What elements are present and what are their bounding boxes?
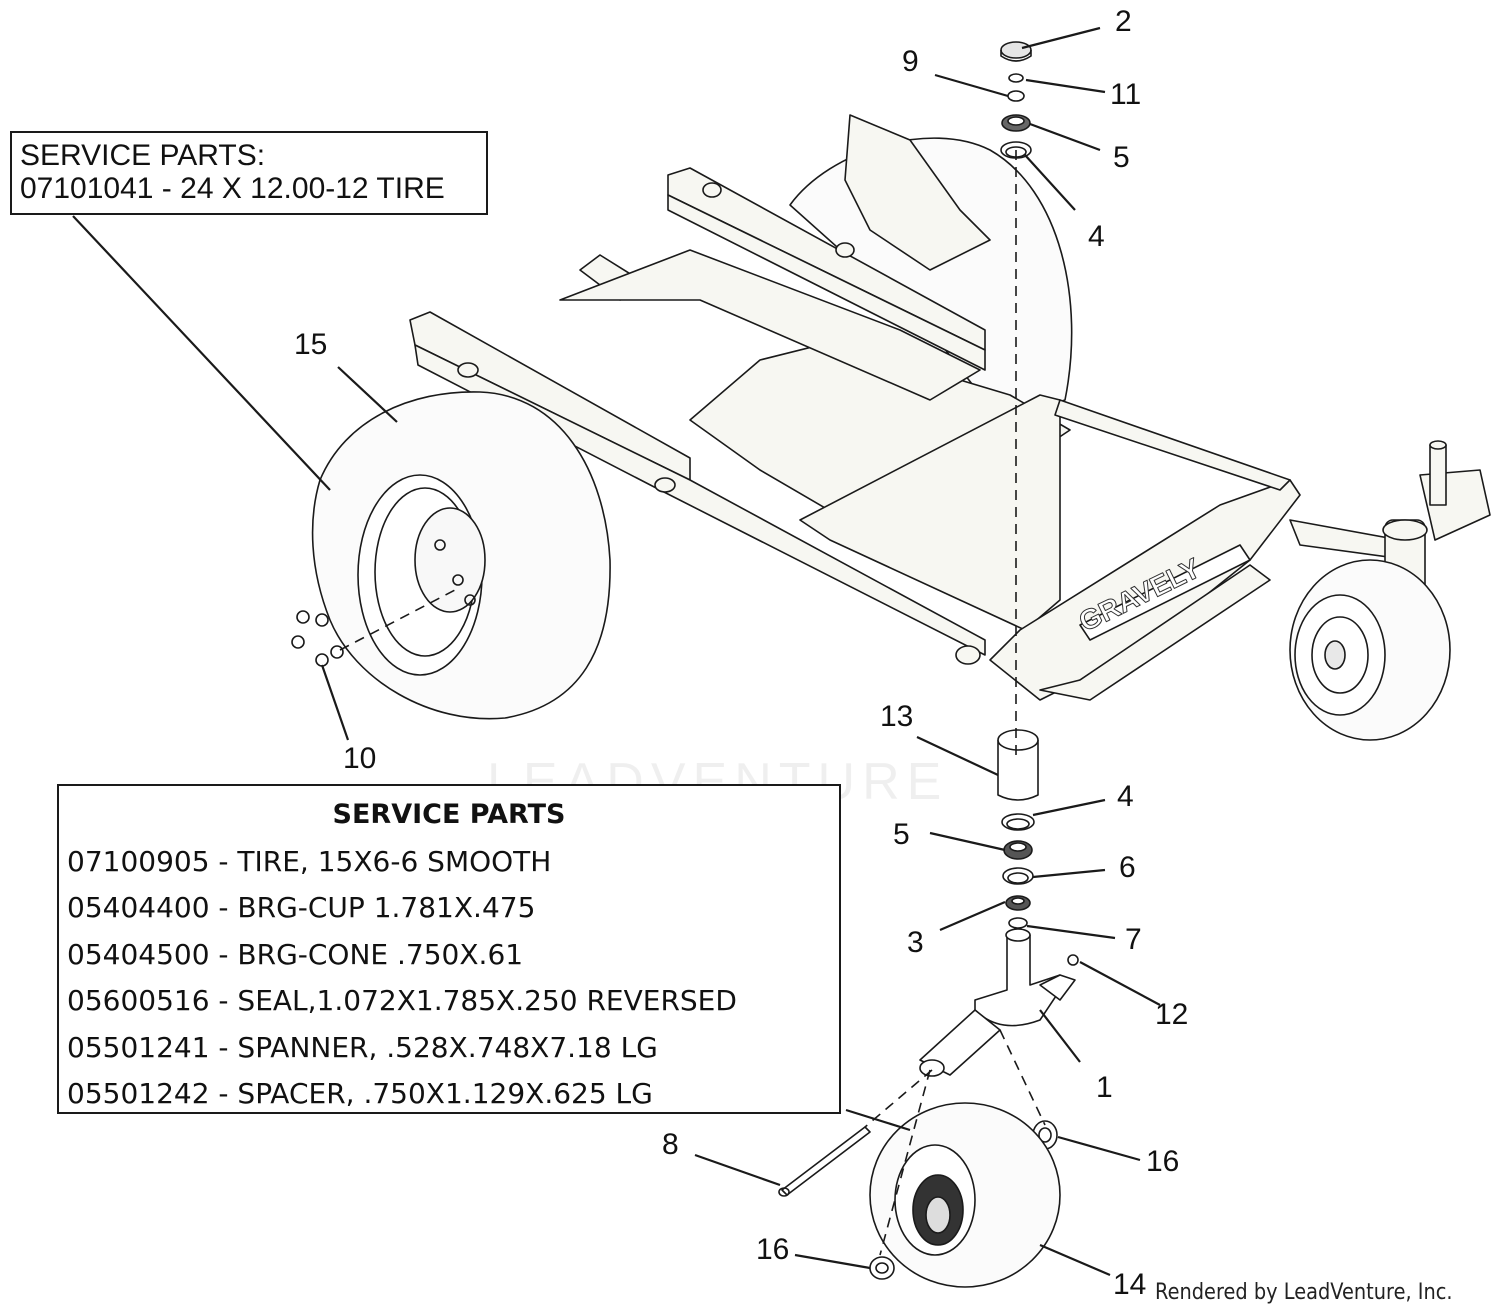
bearing-part-5-bottom: [1003, 840, 1033, 860]
callout-8: 8: [662, 1128, 679, 1161]
callout-11: 11: [1110, 78, 1142, 111]
callout-4-bottom: 4: [1117, 780, 1134, 813]
callout-1: 1: [1096, 1071, 1113, 1104]
callout-10: 10: [343, 742, 377, 775]
rear-tire-left: [311, 391, 611, 720]
callout-3: 3: [907, 926, 924, 959]
spacer-part-3: [1005, 895, 1031, 911]
seal-part-6: [1002, 867, 1034, 885]
mower-frame: [409, 114, 1491, 701]
callout-5-top: 5: [1113, 141, 1130, 174]
spacer-part-16-left: [869, 1256, 895, 1280]
front-right-tire: [1289, 559, 1451, 741]
callout-9: 9: [902, 45, 919, 78]
callout-12: 12: [1155, 998, 1189, 1031]
callout-15: 15: [294, 328, 328, 361]
service-parts-heading: SERVICE PARTS:: [20, 139, 266, 172]
service-part-row: 05501242 - SPACER, .750X1.129X.625 LG: [67, 1077, 653, 1110]
leader-lines: [72, 26, 1161, 1277]
callout-13: 13: [880, 700, 914, 733]
callout-5-bottom: 5: [893, 818, 910, 851]
service-parts-box-tire: SERVICE PARTS: 07101041 - 24 X 12.00-12 …: [10, 131, 488, 215]
service-part-row: 05600516 - SEAL,1.072X1.785X.250 REVERSE…: [67, 984, 737, 1017]
washer-part-9: [1007, 90, 1025, 102]
service-part-row: 05501241 - SPANNER, .528X.748X7.18 LG: [67, 1030, 658, 1064]
render-credit: Rendered by LeadVenture, Inc.: [1155, 1280, 1453, 1305]
spindle-tube-part-13: [997, 729, 1039, 801]
service-part-row: 05404400 - BRG-CUP 1.781X.475: [67, 891, 536, 924]
service-parts-tire-row: 07101041 - 24 X 12.00-12 TIRE: [20, 172, 445, 205]
callout-14: 14: [1113, 1268, 1147, 1301]
washer-part-11: [1008, 73, 1024, 83]
bearing-part-5-top: [1001, 114, 1031, 132]
caster-fork-part-1: [919, 928, 1079, 1077]
callout-7: 7: [1125, 923, 1142, 956]
axle-bolt-part-8: [778, 1126, 871, 1197]
callout-16-right: 16: [1146, 1145, 1180, 1178]
service-part-row: 05404500 - BRG-CONE .750X.61: [67, 937, 524, 971]
assembly-lines: [339, 150, 1046, 1256]
service-part-row: 07100905 - TIRE, 15X6-6 SMOOTH: [67, 844, 552, 878]
callout-16-left: 16: [756, 1233, 790, 1266]
callout-2: 2: [1115, 5, 1132, 38]
callout-4-top: 4: [1088, 220, 1105, 253]
grease-cap-part-2: [1000, 41, 1032, 62]
service-parts-table: SERVICE PARTS 07100905 - TIRE, 15X6-6 SM…: [57, 784, 841, 1114]
front-left-caster-tire-part-14: [869, 1102, 1061, 1288]
service-parts-title: SERVICE PARTS: [332, 799, 566, 830]
callout-6: 6: [1119, 851, 1136, 884]
ring-part-7: [1008, 917, 1028, 929]
bearing-cup-part-4-bottom: [1001, 813, 1035, 831]
